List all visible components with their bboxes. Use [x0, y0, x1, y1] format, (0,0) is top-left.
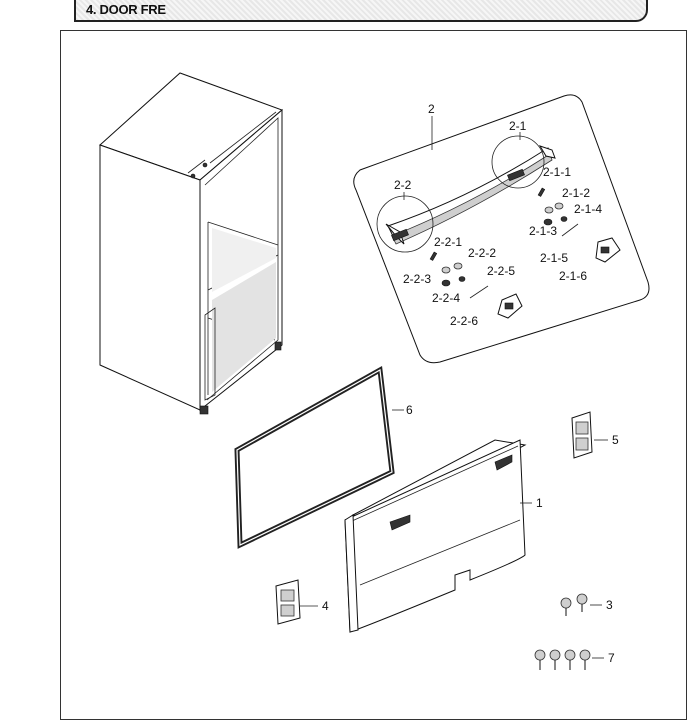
- screws-3: [560, 593, 588, 616]
- callout-2-1-4: 2-1-4: [574, 202, 602, 216]
- freezer-door: [344, 439, 527, 633]
- callout-2-2-4: 2-2-4: [432, 291, 460, 305]
- bracket-4: [275, 579, 301, 625]
- callout-2-1-1: 2-1-1: [543, 165, 571, 179]
- callout-2-1: 2-1: [509, 119, 527, 133]
- leader-lines: [300, 116, 608, 659]
- callout-2-1-5: 2-1-5: [540, 251, 568, 265]
- callout-2-2-5: 2-2-5: [487, 264, 515, 278]
- door-handle: [385, 145, 556, 245]
- callout-2-1-2: 2-1-2: [562, 186, 590, 200]
- callout-2-2-1: 2-2-1: [434, 235, 462, 249]
- right-handle-hardware: [537, 187, 621, 263]
- callout-2-2-6: 2-2-6: [450, 314, 478, 328]
- refrigerator-cabinet: [99, 72, 283, 415]
- callout-2: 2: [428, 102, 435, 116]
- bracket-5: [571, 411, 593, 459]
- left-handle-hardware: [429, 251, 523, 319]
- detail-circle-2-2: [376, 195, 434, 253]
- callout-1: 1: [536, 496, 543, 510]
- callout-2-1-3: 2-1-3: [529, 224, 557, 238]
- section-title: 4. DOOR FRE: [86, 2, 166, 17]
- callout-2-1-6: 2-1-6: [559, 269, 587, 283]
- callout-3: 3: [606, 598, 613, 612]
- door-gasket: [234, 365, 395, 549]
- callout-5: 5: [612, 433, 619, 447]
- exploded-parts-diagram: 2 2-1 2-2 2-1-1 2-1-2 2-1-4 2-1-3 2-1-5 …: [99, 72, 650, 670]
- callout-2-2-3: 2-2-3: [403, 272, 431, 286]
- callout-4: 4: [322, 599, 329, 613]
- callout-7: 7: [608, 651, 615, 665]
- screws-7: [534, 649, 591, 670]
- callout-2-2: 2-2: [394, 178, 412, 192]
- handle-assembly-inset: [353, 94, 650, 364]
- callout-labels: 2 2-1 2-2 2-1-1 2-1-2 2-1-4 2-1-3 2-1-5 …: [322, 102, 619, 665]
- callout-2-2-2: 2-2-2: [468, 246, 496, 260]
- section-header: 4. DOOR FRE: [74, 0, 648, 22]
- detail-circle-2-1: [491, 135, 545, 189]
- callout-6: 6: [406, 403, 413, 417]
